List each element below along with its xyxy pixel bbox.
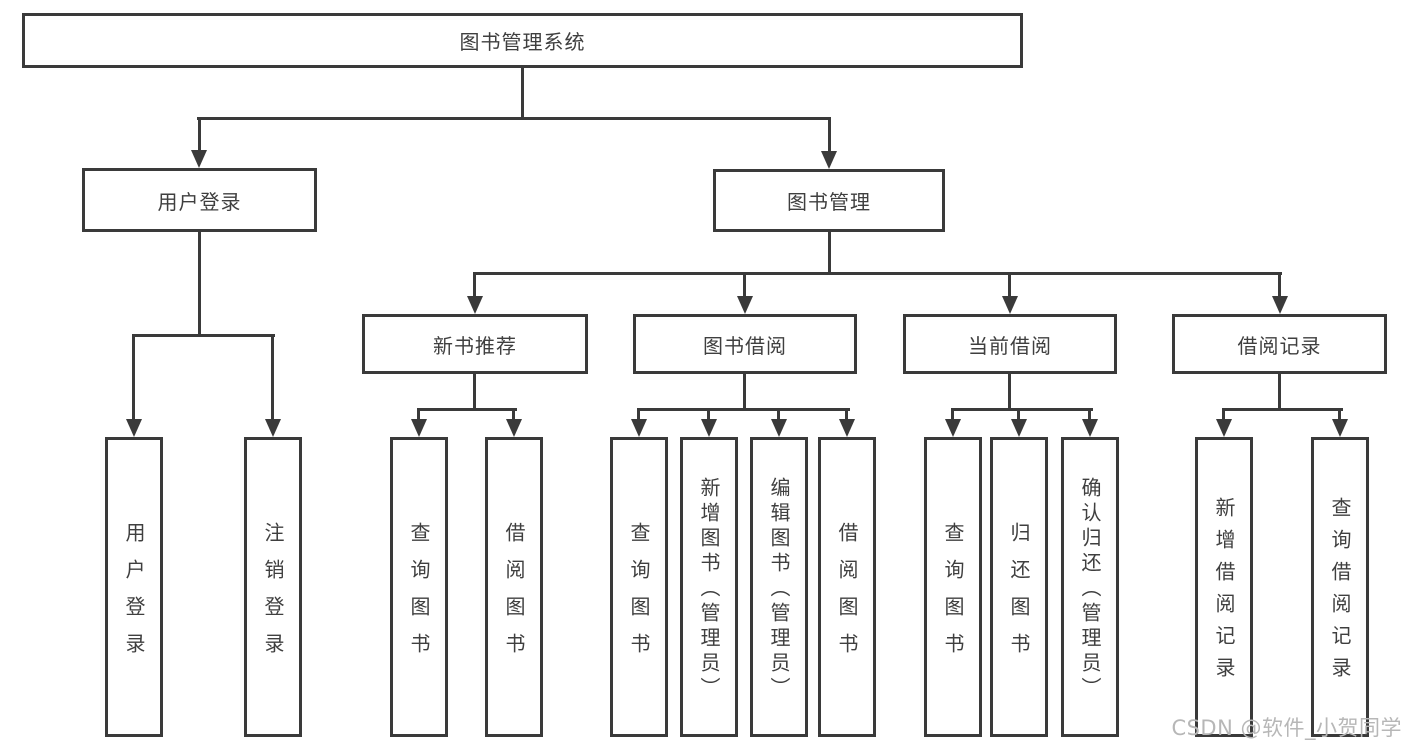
connector-root-hbar [197, 117, 831, 120]
connector-to-leaf-query-borrowing [637, 408, 640, 421]
leaf-user-login: 用户登录 [105, 437, 163, 737]
leaf-borrow-book: 借阅图书 [818, 437, 876, 737]
leaf-add-borrow-record-label: 新增借阅记录 [1212, 497, 1236, 689]
leaf-borrow-book-recommend-label: 借阅图书 [502, 521, 526, 670]
connector-current-hbar [951, 408, 1093, 411]
connector-user-login-hbar [132, 334, 275, 337]
arrowhead-leaf-user-login [126, 419, 142, 437]
leaf-confirm-return-admin-label: 确认归还（管理员） [1078, 477, 1102, 702]
connector-recommend-hbar [417, 408, 517, 411]
connector-to-leaf-confirm-return [1088, 408, 1091, 421]
connector-to-leaf-logout [271, 334, 274, 421]
connector-records-hbar [1222, 408, 1343, 411]
arrowhead-leaf-logout [265, 419, 281, 437]
leaf-add-book-admin: 新增图书（管理员） [680, 437, 738, 737]
connector-records-trunk [1278, 372, 1281, 410]
connector-to-leaf-add-record [1222, 408, 1225, 421]
leaf-edit-book-admin-label: 编辑图书（管理员） [767, 477, 791, 702]
leaf-add-borrow-record: 新增借阅记录 [1195, 437, 1253, 737]
node-user-login: 用户登录 [82, 168, 317, 232]
leaf-return-book: 归还图书 [990, 437, 1048, 737]
leaf-return-book-label: 归还图书 [1007, 521, 1031, 670]
connector-to-leaf-query-recommend [417, 408, 420, 421]
connector-to-leaf-add-book [707, 408, 710, 421]
arrowhead-leaf-return-book [1011, 419, 1027, 437]
connector-to-leaf-query-current [951, 408, 954, 421]
connector-to-leaf-edit-book [777, 408, 780, 421]
node-borrowing-records: 借阅记录 [1172, 314, 1387, 374]
arrowhead-leaf-query-borrowing [631, 419, 647, 437]
leaf-edit-book-admin: 编辑图书（管理员） [750, 437, 808, 737]
connector-book-mgmt-trunk [828, 230, 831, 274]
leaf-logout-label: 注销登录 [261, 521, 285, 670]
connector-to-leaf-borrow-recommend [512, 408, 515, 421]
connector-borrowing-trunk [743, 372, 746, 410]
leaf-query-book-borrowing-label: 查询图书 [627, 521, 651, 670]
arrowhead-borrowing-records [1272, 296, 1288, 314]
arrowhead-book-borrowing [737, 296, 753, 314]
arrowhead-new-book-recommend [467, 296, 483, 314]
node-current-borrowing: 当前借阅 [903, 314, 1117, 374]
connector-to-user-login [198, 117, 201, 152]
connector-borrowing-hbar [637, 408, 850, 411]
arrowhead-leaf-add-book [701, 419, 717, 437]
arrowhead-book-management [821, 151, 837, 169]
connector-to-borrowing-records [1278, 272, 1281, 298]
connector-to-leaf-return-book [1017, 408, 1020, 421]
leaf-query-borrow-record-label: 查询借阅记录 [1328, 497, 1352, 689]
node-new-book-recommend: 新书推荐 [362, 314, 588, 374]
leaf-borrow-book-label: 借阅图书 [835, 521, 859, 670]
leaf-confirm-return-admin: 确认归还（管理员） [1061, 437, 1119, 737]
arrowhead-leaf-confirm-return [1082, 419, 1098, 437]
arrowhead-leaf-query-current [945, 419, 961, 437]
connector-to-new-book-recommend [473, 272, 476, 298]
node-book-management: 图书管理 [713, 169, 945, 232]
leaf-user-login-label: 用户登录 [122, 521, 146, 670]
connector-to-leaf-user-login [132, 334, 135, 421]
arrowhead-current-borrowing [1002, 296, 1018, 314]
leaf-query-book-recommend: 查询图书 [390, 437, 448, 737]
connector-root-trunk [521, 68, 524, 117]
arrowhead-leaf-query-record [1332, 419, 1348, 437]
arrowhead-leaf-query-recommend [411, 419, 427, 437]
node-library-management-system: 图书管理系统 [22, 13, 1023, 68]
leaf-query-book-current-label: 查询图书 [941, 521, 965, 670]
leaf-query-book-borrowing: 查询图书 [610, 437, 668, 737]
leaf-borrow-book-recommend: 借阅图书 [485, 437, 543, 737]
connector-to-leaf-borrow-book [845, 408, 848, 421]
connector-book-mgmt-hbar [473, 272, 1282, 275]
leaf-query-book-current: 查询图书 [924, 437, 982, 737]
connector-to-book-management [828, 117, 831, 153]
connector-to-current-borrowing [1008, 272, 1011, 298]
arrowhead-leaf-edit-book [771, 419, 787, 437]
arrowhead-leaf-borrow-recommend [506, 419, 522, 437]
arrowhead-leaf-add-record [1216, 419, 1232, 437]
arrowhead-user-login [191, 150, 207, 168]
leaf-add-book-admin-label: 新增图书（管理员） [697, 477, 721, 702]
connector-current-trunk [1008, 372, 1011, 410]
node-book-borrowing: 图书借阅 [633, 314, 857, 374]
leaf-query-book-recommend-label: 查询图书 [407, 521, 431, 670]
connector-recommend-trunk [473, 372, 476, 410]
arrowhead-leaf-borrow-book [839, 419, 855, 437]
leaf-logout: 注销登录 [244, 437, 302, 737]
connector-user-login-trunk [198, 230, 201, 336]
watermark-csdn: CSDN @软件_小贺同学 [1171, 716, 1402, 740]
connector-to-leaf-query-record [1338, 408, 1341, 421]
connector-to-book-borrowing [743, 272, 746, 298]
leaf-query-borrow-record: 查询借阅记录 [1311, 437, 1369, 737]
